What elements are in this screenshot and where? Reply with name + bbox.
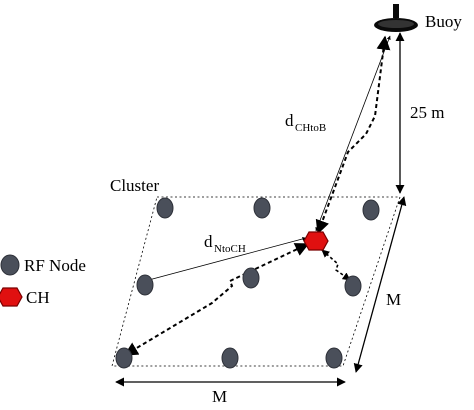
cluster-head-icon: [303, 231, 329, 251]
cluster-label: Cluster: [110, 176, 159, 195]
svg-text:d: d: [204, 232, 213, 251]
distance-label-ch-to-buoy: d CHtoB: [285, 111, 326, 134]
width-label-bottom: M: [212, 387, 227, 406]
width-label-side: M: [386, 290, 401, 309]
buoy-label: Buoy: [425, 12, 462, 31]
rf-node: [156, 197, 174, 219]
legend-rf-node-icon: [0, 254, 20, 276]
legend-ch-icon: [0, 287, 23, 307]
svg-text:d: d: [285, 111, 294, 130]
wireless-link-ch-to-buoy: [315, 35, 391, 235]
rf-node: [325, 347, 343, 369]
depth-label: 25 m: [410, 103, 444, 122]
wireless-link-node-to-ch: [123, 243, 310, 356]
legend: RF Node CH: [0, 254, 86, 307]
legend-rf-node-label: RF Node: [24, 256, 86, 275]
rf-nodes: [115, 197, 380, 369]
rf-node: [242, 267, 260, 289]
svg-text:NtoCH: NtoCH: [214, 243, 246, 255]
legend-ch-label: CH: [26, 288, 50, 307]
rf-node: [344, 275, 362, 297]
distance-ch-to-buoy-line: [315, 35, 391, 232]
width-dimension-side: [353, 196, 407, 373]
distance-label-node-to-ch: d NtoCH: [204, 232, 246, 255]
rf-node: [253, 197, 271, 219]
rf-node: [221, 347, 239, 369]
svg-text:CHtoB: CHtoB: [295, 122, 326, 134]
wireless-link-ch-to-node-right: [321, 249, 351, 281]
rf-node: [136, 274, 154, 296]
rf-node: [362, 199, 380, 221]
rf-node: [115, 347, 133, 369]
buoy-icon: [374, 4, 418, 32]
